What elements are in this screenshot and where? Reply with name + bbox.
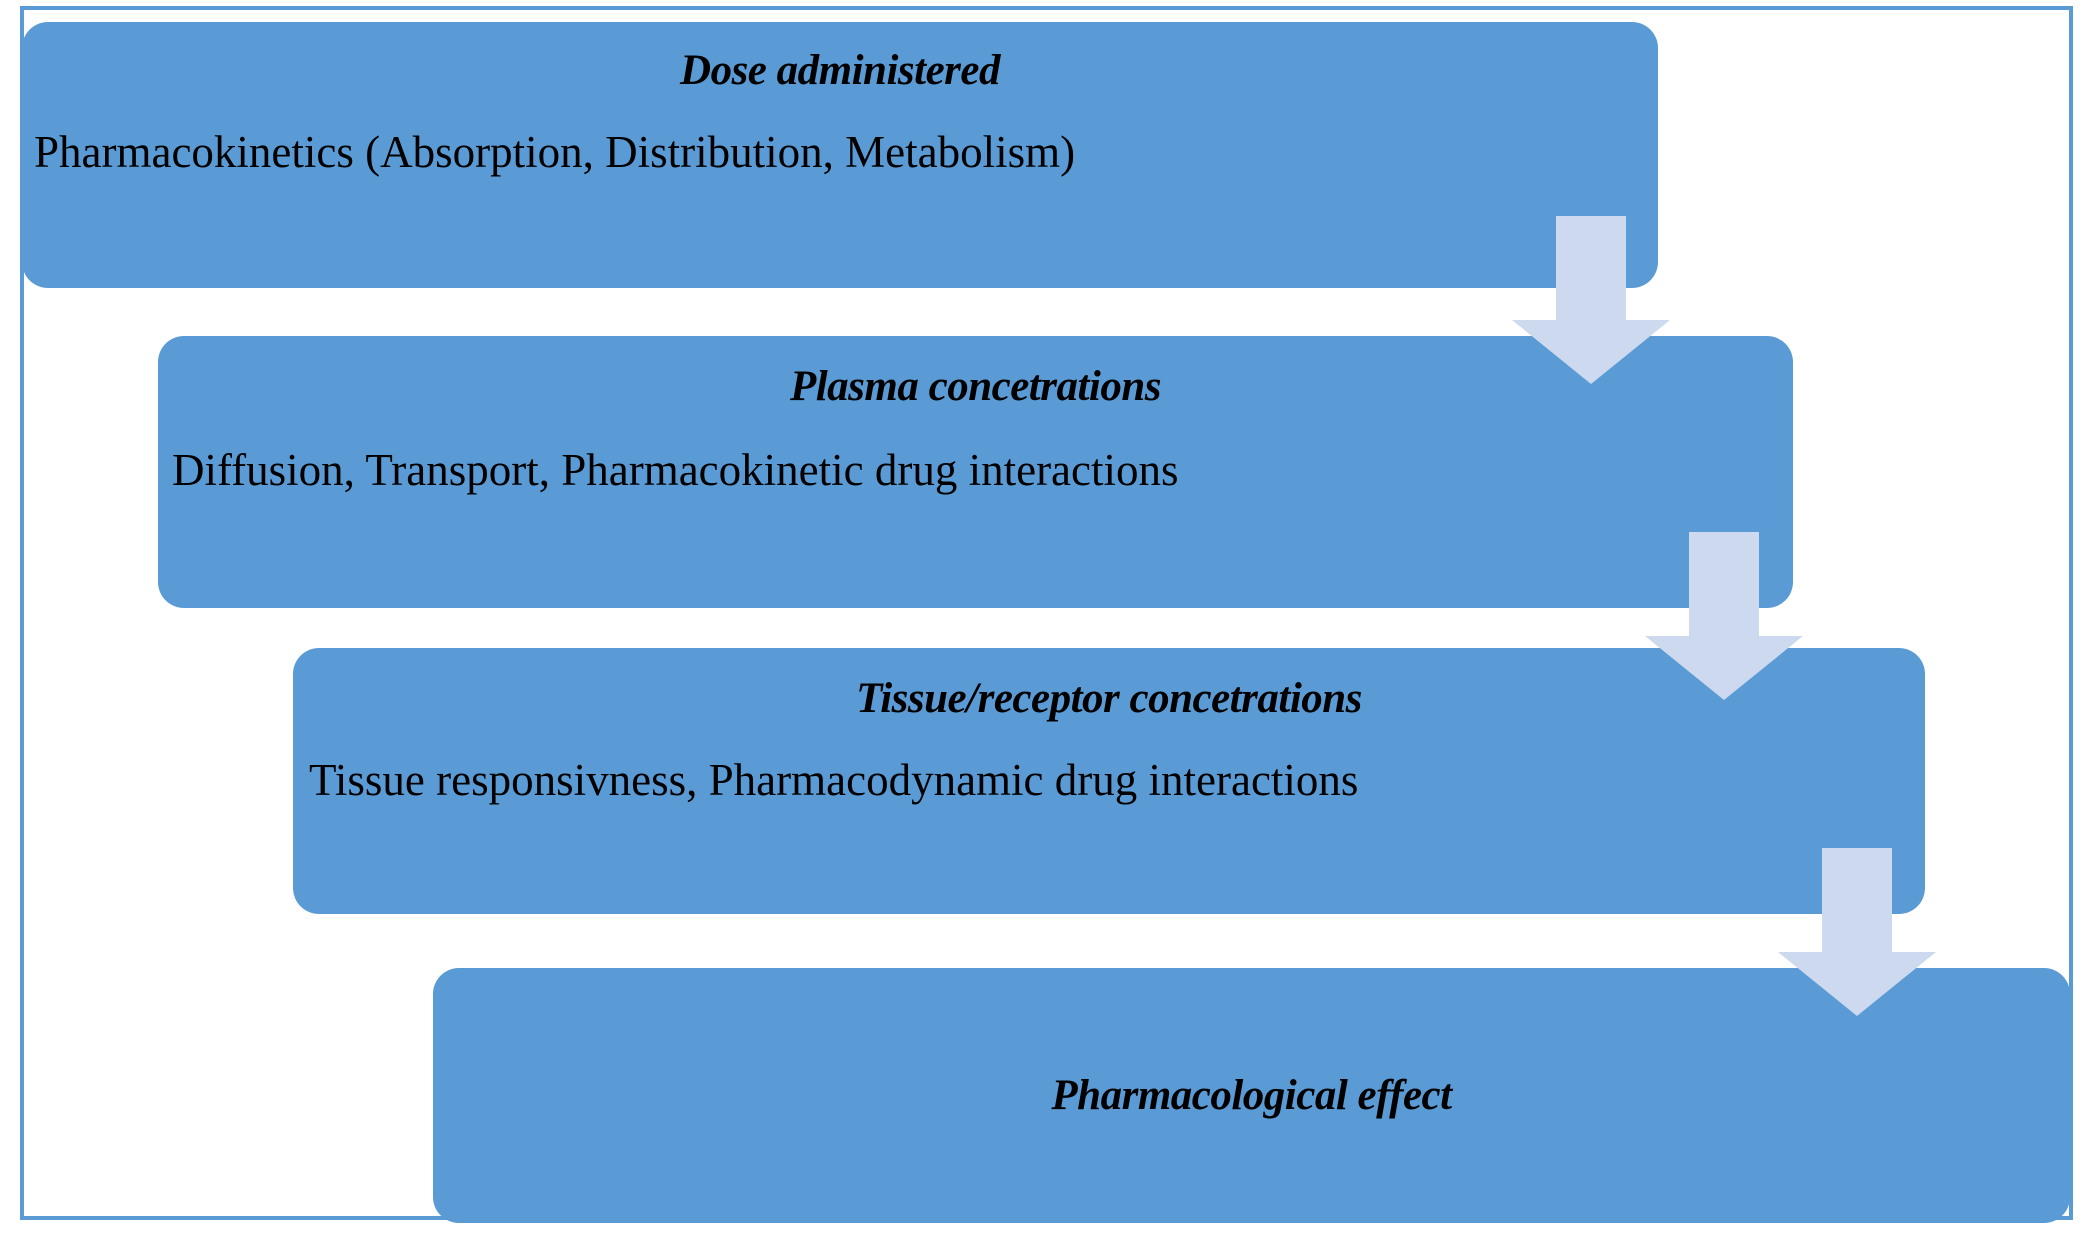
flow-box-title: Tissue/receptor concetrations — [856, 675, 1362, 722]
flow-box-body: Tissue responsivness, Pharmacodynamic dr… — [309, 755, 1359, 806]
flow-box-tissue-receptor-concentrations[interactable]: Tissue/receptor concetrations Tissue res… — [293, 648, 1925, 914]
flow-box-title: Plasma concetrations — [789, 363, 1162, 410]
flow-box-pharmacological-effect[interactable]: Pharmacological effect — [433, 968, 2070, 1223]
flow-box-title: Dose administered — [680, 47, 1000, 94]
flow-box-dose-administered[interactable]: Dose administered Pharmacokinetics (Abso… — [22, 22, 1658, 288]
flow-box-body: Pharmacokinetics (Absorption, Distributi… — [34, 127, 1076, 178]
flow-box-plasma-concentrations[interactable]: Plasma concetrations Diffusion, Transpor… — [158, 336, 1793, 608]
flow-box-body: Diffusion, Transport, Pharmacokinetic dr… — [172, 445, 1179, 496]
flow-box-title: Pharmacological effect — [1051, 1071, 1452, 1119]
